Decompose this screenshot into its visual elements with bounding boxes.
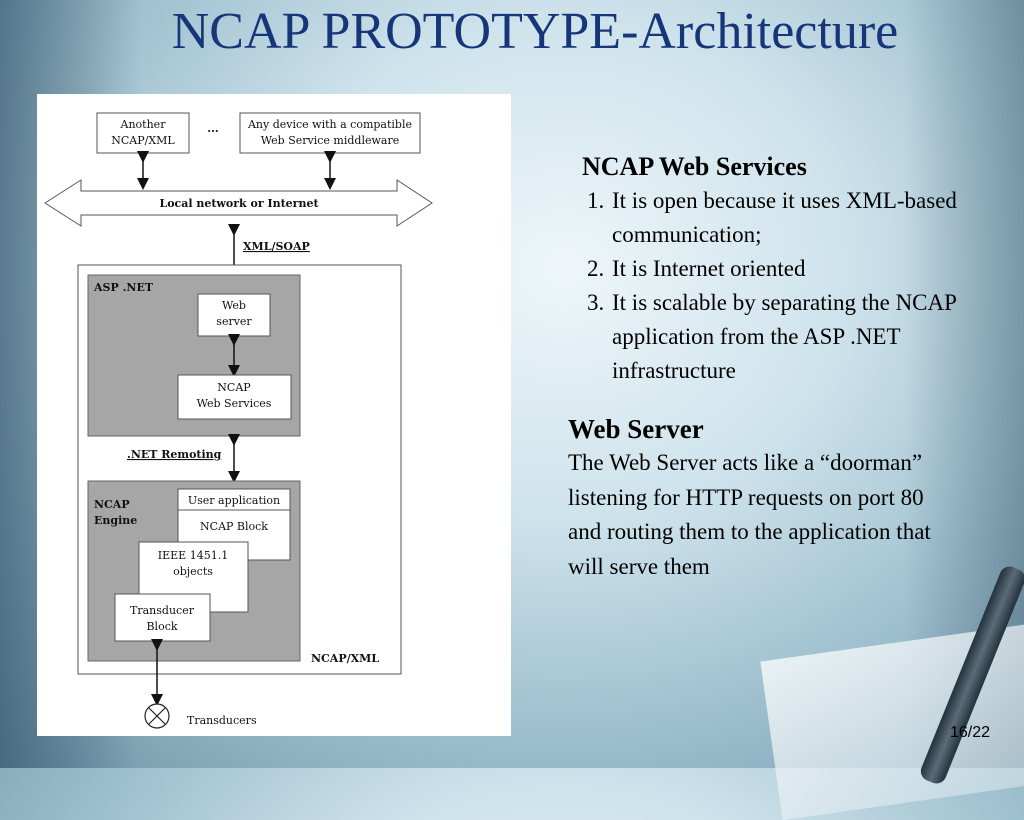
user-application-label: User application xyxy=(188,494,280,507)
web-server-box xyxy=(197,293,271,337)
ncap-block-label: NCAP Block xyxy=(200,520,268,533)
another-ncap-line1: Another xyxy=(120,118,167,131)
net-remoting-label: .NET Remoting xyxy=(127,448,222,461)
engine-line2: Engine xyxy=(94,514,137,527)
transducers-label: Transducers xyxy=(187,714,257,727)
ncap-ws-line2: Web Services xyxy=(197,397,272,410)
network-label: Local network or Internet xyxy=(159,197,319,210)
ncap-xml-label: NCAP/XML xyxy=(311,652,379,665)
transducer-cross-b xyxy=(148,707,166,725)
list-item: It is open because it uses XML-based com… xyxy=(610,184,958,252)
architecture-diagram: Another NCAP/XML ... Any device with a c… xyxy=(37,94,511,736)
web-server-line1: Web xyxy=(222,299,246,312)
slide-title: NCAP PROTOTYPE-Architecture xyxy=(171,3,899,60)
web-server-description: The Web Server acts like a “doorman” lis… xyxy=(568,450,931,579)
page-number: 16/22 xyxy=(950,724,991,741)
ncap-ws-line1: NCAP xyxy=(217,381,251,394)
ieee-line2: objects xyxy=(173,565,213,578)
transducer-line2: Block xyxy=(146,620,177,633)
ellipsis-text: ... xyxy=(207,122,219,135)
web-server-line2: server xyxy=(216,315,252,328)
transducer-block-box xyxy=(114,593,211,642)
ncap-web-services-box xyxy=(177,374,292,420)
list-item: It is Internet oriented xyxy=(610,252,958,286)
aspnet-label: ASP .NET xyxy=(93,281,154,294)
web-services-heading: NCAP Web Services xyxy=(582,152,807,181)
list-item: It is scalable by separating the NCAP ap… xyxy=(610,286,958,388)
network-arrow-shape xyxy=(44,179,433,227)
web-server-heading: Web Server xyxy=(568,414,704,444)
text-column: NCAP Web Services It is open because it … xyxy=(568,150,958,584)
web-services-list: It is open because it uses XML-based com… xyxy=(568,184,958,388)
any-device-line2: Web Service middleware xyxy=(261,134,399,147)
engine-line1: NCAP xyxy=(94,498,130,511)
architecture-diagram-svg: Another NCAP/XML ... Any device with a c… xyxy=(44,112,433,729)
another-ncap-line2: NCAP/XML xyxy=(111,134,175,147)
any-device-line1: Any device with a compatible xyxy=(247,118,412,131)
ieee-line1: IEEE 1451.1 xyxy=(158,549,228,562)
xml-soap-label: XML/SOAP xyxy=(243,240,310,253)
transducer-line1: Transducer xyxy=(130,604,195,617)
any-device-box xyxy=(239,112,421,154)
